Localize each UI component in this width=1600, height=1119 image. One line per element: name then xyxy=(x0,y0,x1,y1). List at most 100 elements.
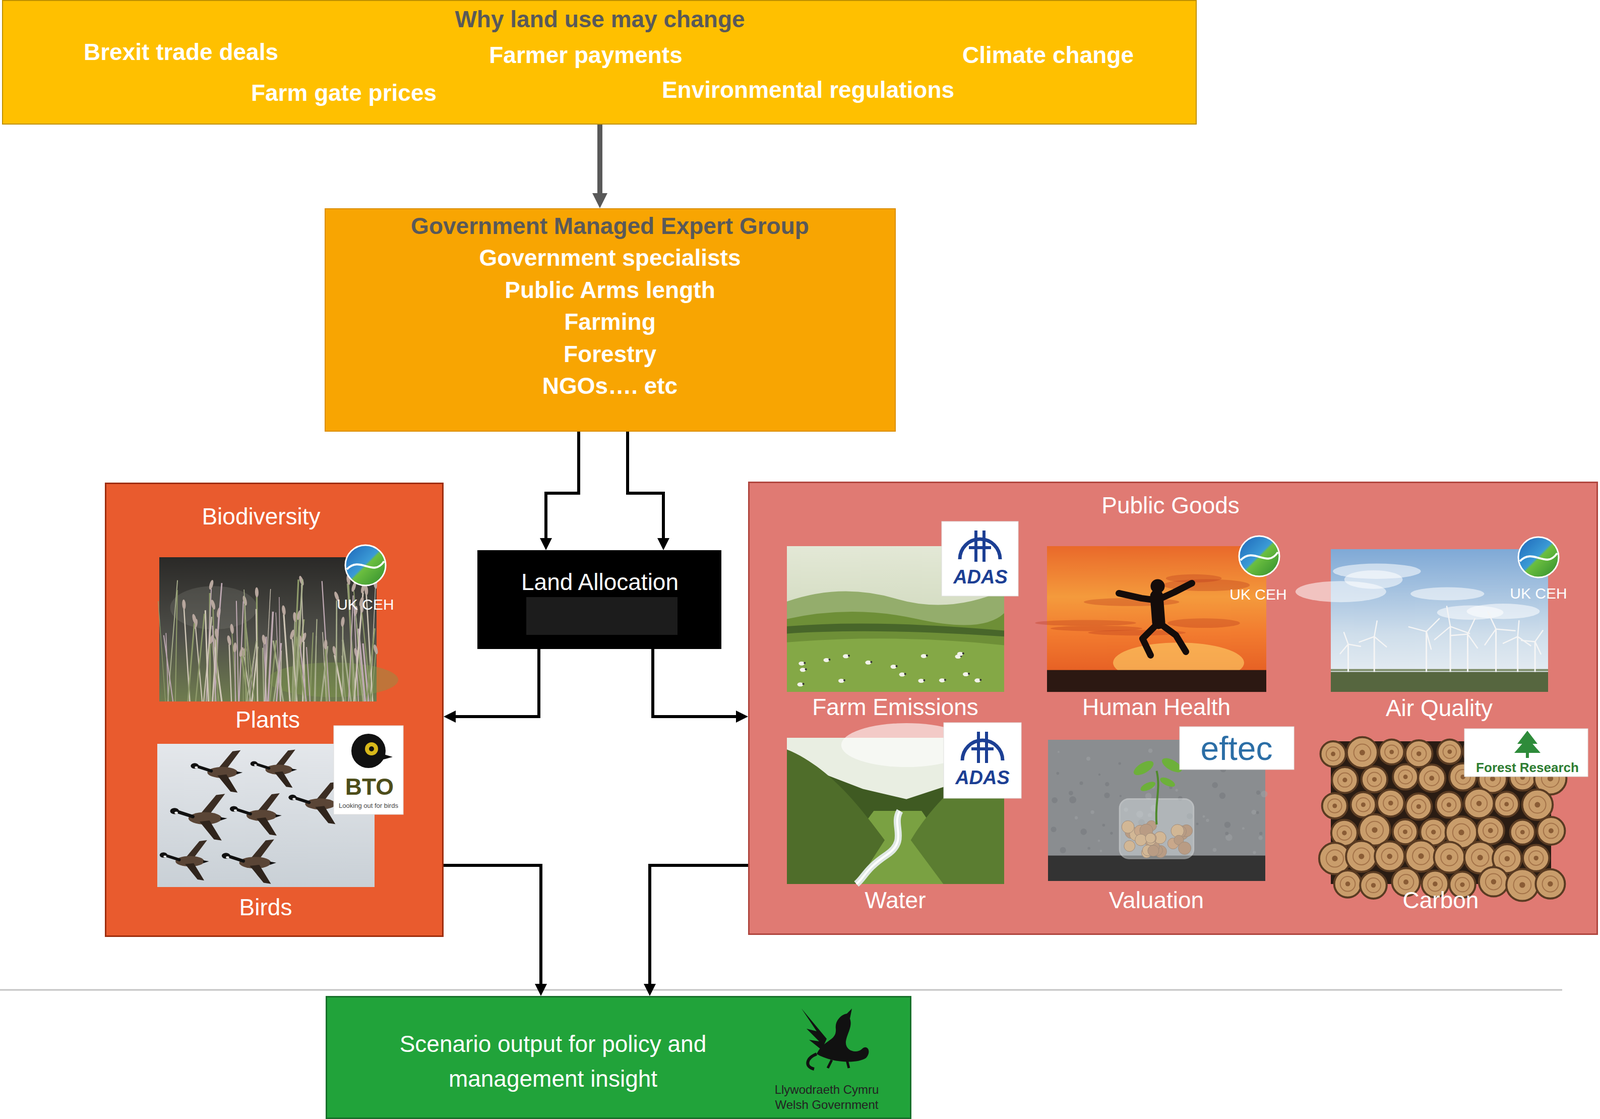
illustration-part xyxy=(1521,640,1535,642)
illustration-part xyxy=(256,763,269,768)
illustration-part xyxy=(1240,551,1278,561)
illustration-part xyxy=(1377,789,1405,817)
illustration-part xyxy=(333,725,404,815)
illustration-part xyxy=(1424,770,1440,786)
illustration-part xyxy=(1488,827,1494,833)
illustration-part xyxy=(1520,829,1525,835)
illustration-part xyxy=(800,667,807,672)
illustration-part xyxy=(1519,552,1558,562)
illustration xyxy=(786,737,1005,884)
illustration-part xyxy=(1179,726,1295,770)
illustration-part xyxy=(250,864,272,884)
illustration-part xyxy=(274,771,293,788)
illustration-part xyxy=(904,672,907,675)
illustration-part xyxy=(199,820,222,841)
illustration-part xyxy=(1458,829,1464,835)
text-slot: Carbon xyxy=(1402,887,1480,913)
illustration-part xyxy=(802,682,805,685)
text-slot: Public Arms length xyxy=(504,277,715,303)
illustration-part xyxy=(1381,847,1398,865)
illustration-part xyxy=(1534,641,1536,672)
illustration-part xyxy=(1359,636,1375,642)
illustration-part xyxy=(1258,835,1263,840)
text-slot: Forestry xyxy=(563,341,657,367)
illustration-part xyxy=(1483,822,1499,838)
illustration-part xyxy=(264,588,271,702)
box-text: Water xyxy=(865,887,927,913)
illustration-part xyxy=(1528,795,1546,813)
illustration-part xyxy=(1366,821,1384,839)
illustration-part xyxy=(1467,618,1475,635)
illustration-part xyxy=(323,639,328,650)
text-slot: Plants xyxy=(235,706,300,733)
illustration-part xyxy=(786,623,1005,637)
illustration-part xyxy=(1388,800,1394,806)
illustration-part xyxy=(1522,789,1554,821)
illustration-part xyxy=(191,613,198,625)
illustration-part xyxy=(159,851,168,857)
text-slot: Government specialists xyxy=(479,244,742,271)
illustration-part xyxy=(194,766,198,769)
illustration-part xyxy=(842,653,849,658)
illustration-part xyxy=(1158,775,1177,789)
illustration-part xyxy=(1506,868,1538,901)
illustration-part xyxy=(288,629,295,640)
illustration-part xyxy=(1398,824,1412,839)
illustration-part xyxy=(1331,855,1338,861)
text-slot: Valuation xyxy=(1109,887,1204,913)
illustration-part xyxy=(1371,826,1378,833)
text-slot: Scenario output for policy and managemen… xyxy=(351,1026,755,1096)
illustration-part xyxy=(1425,631,1428,672)
illustration-part xyxy=(283,613,290,702)
illustration-part xyxy=(1405,840,1437,872)
illustration-part xyxy=(1411,798,1427,814)
illustration-part xyxy=(1485,628,1497,645)
box-text: Farm Emissions xyxy=(812,694,979,720)
illustration-part xyxy=(1392,819,1418,844)
illustration-part xyxy=(1434,841,1465,873)
illustration-part xyxy=(1080,828,1087,835)
illustration-part xyxy=(228,855,244,861)
illustration-part xyxy=(1331,766,1358,793)
public-goods-panel: Farm EmissionsHuman HealthAir QualityWat… xyxy=(748,481,1598,935)
illustration-part xyxy=(1372,776,1377,782)
box-text: Scenario output for policy and managemen… xyxy=(351,1026,755,1096)
illustration-part xyxy=(242,649,244,702)
illustration-part xyxy=(899,672,906,677)
illustration-part xyxy=(847,654,850,657)
illustration-part xyxy=(341,655,346,702)
box-text: Human Health xyxy=(1082,694,1231,720)
illustration-part xyxy=(1074,816,1078,820)
illustration-part xyxy=(1340,876,1356,892)
illustration-part xyxy=(1202,815,1206,818)
illustration-part xyxy=(238,646,245,657)
illustration-part xyxy=(190,750,243,793)
box-text: Forestry xyxy=(563,341,657,367)
illustration-part xyxy=(1330,668,1549,671)
illustration-part xyxy=(1441,797,1456,812)
illustration-part xyxy=(1434,626,1451,640)
illustration-part xyxy=(233,809,237,812)
text-slot: ADAS xyxy=(955,767,1010,789)
illustration-part xyxy=(1490,775,1496,781)
illustration-part xyxy=(1426,618,1440,632)
image-tile: Human Health xyxy=(1047,545,1267,724)
text-slot: Llywodraeth Cymru xyxy=(774,1082,880,1096)
illustration-part xyxy=(920,653,928,658)
illustration-part xyxy=(1534,641,1542,654)
text-slot: Forest Research xyxy=(1475,760,1579,775)
illustration-part xyxy=(250,760,258,766)
illustration-part xyxy=(170,807,180,814)
illustration-part xyxy=(366,628,375,702)
text-slot: Farm gate prices xyxy=(251,80,437,106)
illustration-part xyxy=(345,544,386,586)
illustration-part xyxy=(241,655,249,702)
illustration-part xyxy=(288,781,341,824)
illustration-part xyxy=(1367,772,1382,787)
illustration-part xyxy=(1332,563,1421,579)
text-slot: Welsh Government xyxy=(775,1097,879,1112)
illustration-part xyxy=(229,792,282,836)
illustration-part xyxy=(269,640,277,702)
illustration-part xyxy=(786,589,1005,692)
illustration-part xyxy=(1145,792,1152,799)
